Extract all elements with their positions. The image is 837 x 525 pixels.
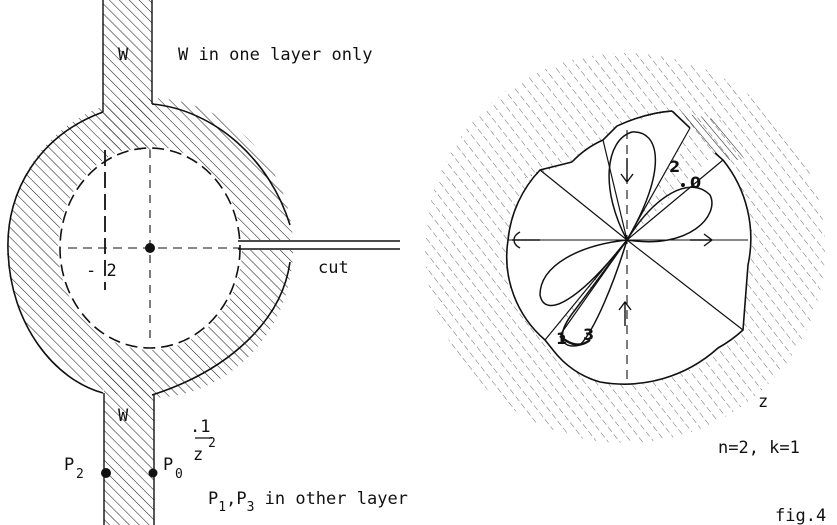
arrow-up-icon <box>618 300 632 326</box>
p2-dot <box>101 468 111 478</box>
label-p0-sub: 0 <box>175 467 183 482</box>
label-point-3: 3 <box>583 325 594 344</box>
ray-upper-left <box>539 169 628 241</box>
label-point-1: 1 <box>556 329 567 348</box>
label-inv-exp: 2 <box>208 436 216 451</box>
petal-upper <box>608 131 657 241</box>
ray-top-left <box>602 139 628 241</box>
label-w-layer: W in one layer only <box>178 45 372 65</box>
marker-0 <box>681 183 685 187</box>
label-params: n=2, k=1 <box>718 438 800 458</box>
label-p2: P <box>64 455 74 475</box>
ray-right-upper <box>626 159 724 241</box>
origin-dot <box>145 243 155 253</box>
petal-left <box>539 239 628 307</box>
right-panel: 2 0 1 3 z n=2, k=1 fig.4 <box>425 53 826 525</box>
label-p0: P <box>163 455 173 475</box>
arrow-down-icon <box>620 158 634 184</box>
label-z: z <box>758 392 768 412</box>
p0-dot <box>148 468 158 478</box>
label-point-0: 0 <box>690 173 701 192</box>
label-fig: fig.4 <box>775 506 826 525</box>
ray-lower-right <box>626 239 744 331</box>
label-inv-num: .1 <box>190 417 210 437</box>
label-minus-2: - 2 <box>86 261 117 281</box>
label-w-bottom: W <box>118 406 129 426</box>
label-other-layer: P1,P3 in other layer <box>208 489 408 515</box>
label-point-2: 2 <box>669 157 680 176</box>
label-inv-den: z <box>193 445 203 465</box>
label-cut: cut <box>318 258 349 278</box>
label-w-top-hatch: W <box>118 45 129 65</box>
marker-1 <box>561 335 565 339</box>
disk-boundary <box>505 110 752 385</box>
arrow-right-icon <box>690 233 714 247</box>
dense-hatch-top <box>672 111 745 160</box>
left-panel: W W in one layer only - 2 cut W .1 z 2 P… <box>7 0 408 525</box>
strip-bottom <box>104 360 154 525</box>
arrow-left-icon <box>512 231 540 249</box>
top-wedge-top <box>616 110 673 127</box>
annulus-outer <box>7 103 291 396</box>
dense-hatch-left <box>520 162 572 180</box>
label-p2-sub: 2 <box>76 467 84 482</box>
petal-right <box>626 186 713 243</box>
petal-lower <box>561 239 628 347</box>
